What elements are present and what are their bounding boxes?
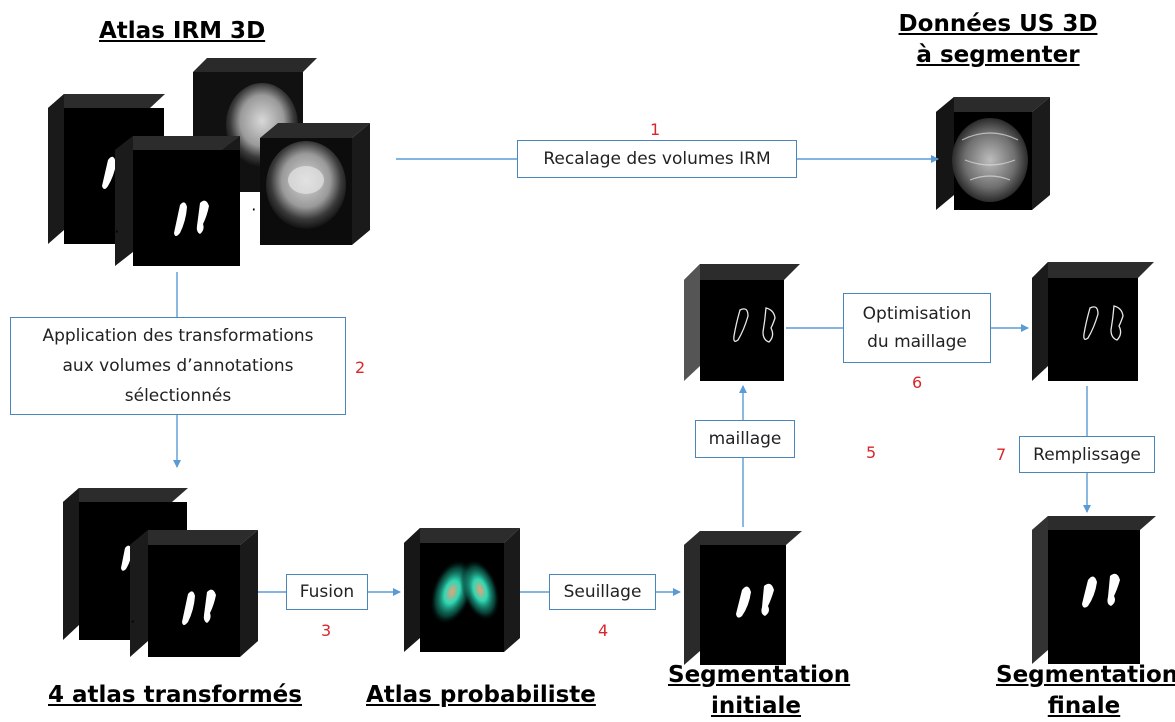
final-segmentation-cube	[1032, 516, 1156, 664]
box-application-line2: aux volumes d’annotations	[62, 356, 294, 376]
step-number-1: 1	[650, 120, 661, 139]
box-application-line1: Application des transformations	[42, 326, 314, 346]
title-seg-final-line2: finale	[1047, 693, 1121, 719]
title-seg-init-line2: initiale	[710, 693, 802, 719]
stack-ellipsis-irm: ⋅⋅⋅	[84, 222, 130, 241]
title-transformed: 4 atlas transformés	[48, 682, 302, 708]
title-us-line2: à segmenter	[916, 42, 1080, 68]
step-number-3: 3	[321, 621, 332, 640]
optimized-mesh-cube	[1032, 262, 1154, 381]
box-seuillage-label: Seuillage	[563, 582, 642, 602]
step-number-5: 5	[866, 443, 877, 462]
box-seuillage: Seuillage	[549, 574, 656, 610]
box-recalage-label: Recalage des volumes IRM	[543, 149, 771, 169]
box-maillage-label: maillage	[708, 429, 782, 449]
mesh-cube	[684, 264, 800, 381]
title-probabiliste: Atlas probabiliste	[366, 682, 596, 708]
stack-ellipsis-transformed: ⋅⋅⋅	[100, 612, 146, 631]
stack-ellipsis-irm-right: ⋅⋅	[236, 200, 267, 219]
title-atlas-irm: Atlas IRM 3D	[99, 18, 266, 44]
box-maillage: maillage	[695, 420, 795, 458]
title-us-line1: Données US 3D	[898, 11, 1098, 37]
box-application: Application des transformations aux volu…	[10, 317, 346, 415]
atlas-irm-stack	[48, 58, 370, 266]
box-optimisation-line2: du maillage	[867, 332, 967, 352]
arrows	[173, 155, 1091, 596]
step-number-4: 4	[598, 621, 609, 640]
initial-segmentation-cube	[684, 531, 802, 665]
box-fusion-label: Fusion	[299, 582, 355, 602]
box-recalage: Recalage des volumes IRM	[517, 140, 797, 178]
box-optimisation-line1: Optimisation	[862, 304, 972, 324]
probabilistic-atlas-cube	[404, 528, 520, 652]
step-number-6: 6	[912, 373, 923, 392]
title-seg-final-line1: Segmentation	[996, 662, 1175, 688]
step-number-7: 7	[996, 445, 1007, 464]
box-application-line3: sélectionnés	[124, 386, 232, 406]
box-remplissage-label: Remplissage	[1033, 444, 1141, 465]
box-fusion: Fusion	[286, 574, 368, 610]
box-optimisation: Optimisation du maillage	[843, 293, 991, 363]
transformed-atlas-stack	[63, 488, 258, 657]
title-seg-init-line1: Segmentation	[668, 662, 851, 688]
step-number-2: 2	[355, 358, 366, 377]
box-remplissage: Remplissage	[1019, 436, 1155, 473]
us-data-cube	[936, 97, 1050, 210]
